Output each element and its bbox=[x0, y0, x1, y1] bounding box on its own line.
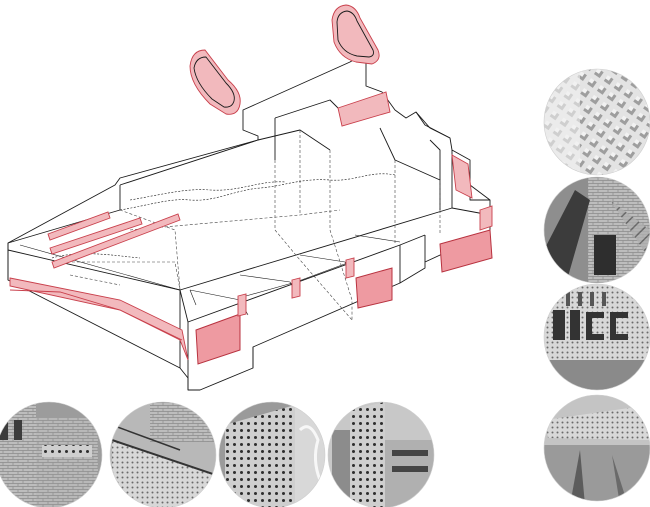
terrain-line bbox=[119, 173, 396, 211]
highlighted-elements bbox=[9, 4, 493, 365]
photo-letters-facade bbox=[544, 284, 650, 390]
photo-brick-corner-shadow bbox=[544, 177, 650, 283]
photo-perforated-stair bbox=[110, 402, 216, 507]
skylight-pod-right bbox=[331, 4, 380, 65]
skylight-pod-left bbox=[189, 49, 241, 115]
hidden-structure bbox=[274, 160, 353, 321]
photo-brick-relief bbox=[544, 69, 650, 175]
photo-perforated-tower bbox=[328, 402, 434, 507]
photo-perforated-canopy bbox=[544, 395, 650, 501]
photo-perforated-wall-tree bbox=[219, 402, 325, 507]
